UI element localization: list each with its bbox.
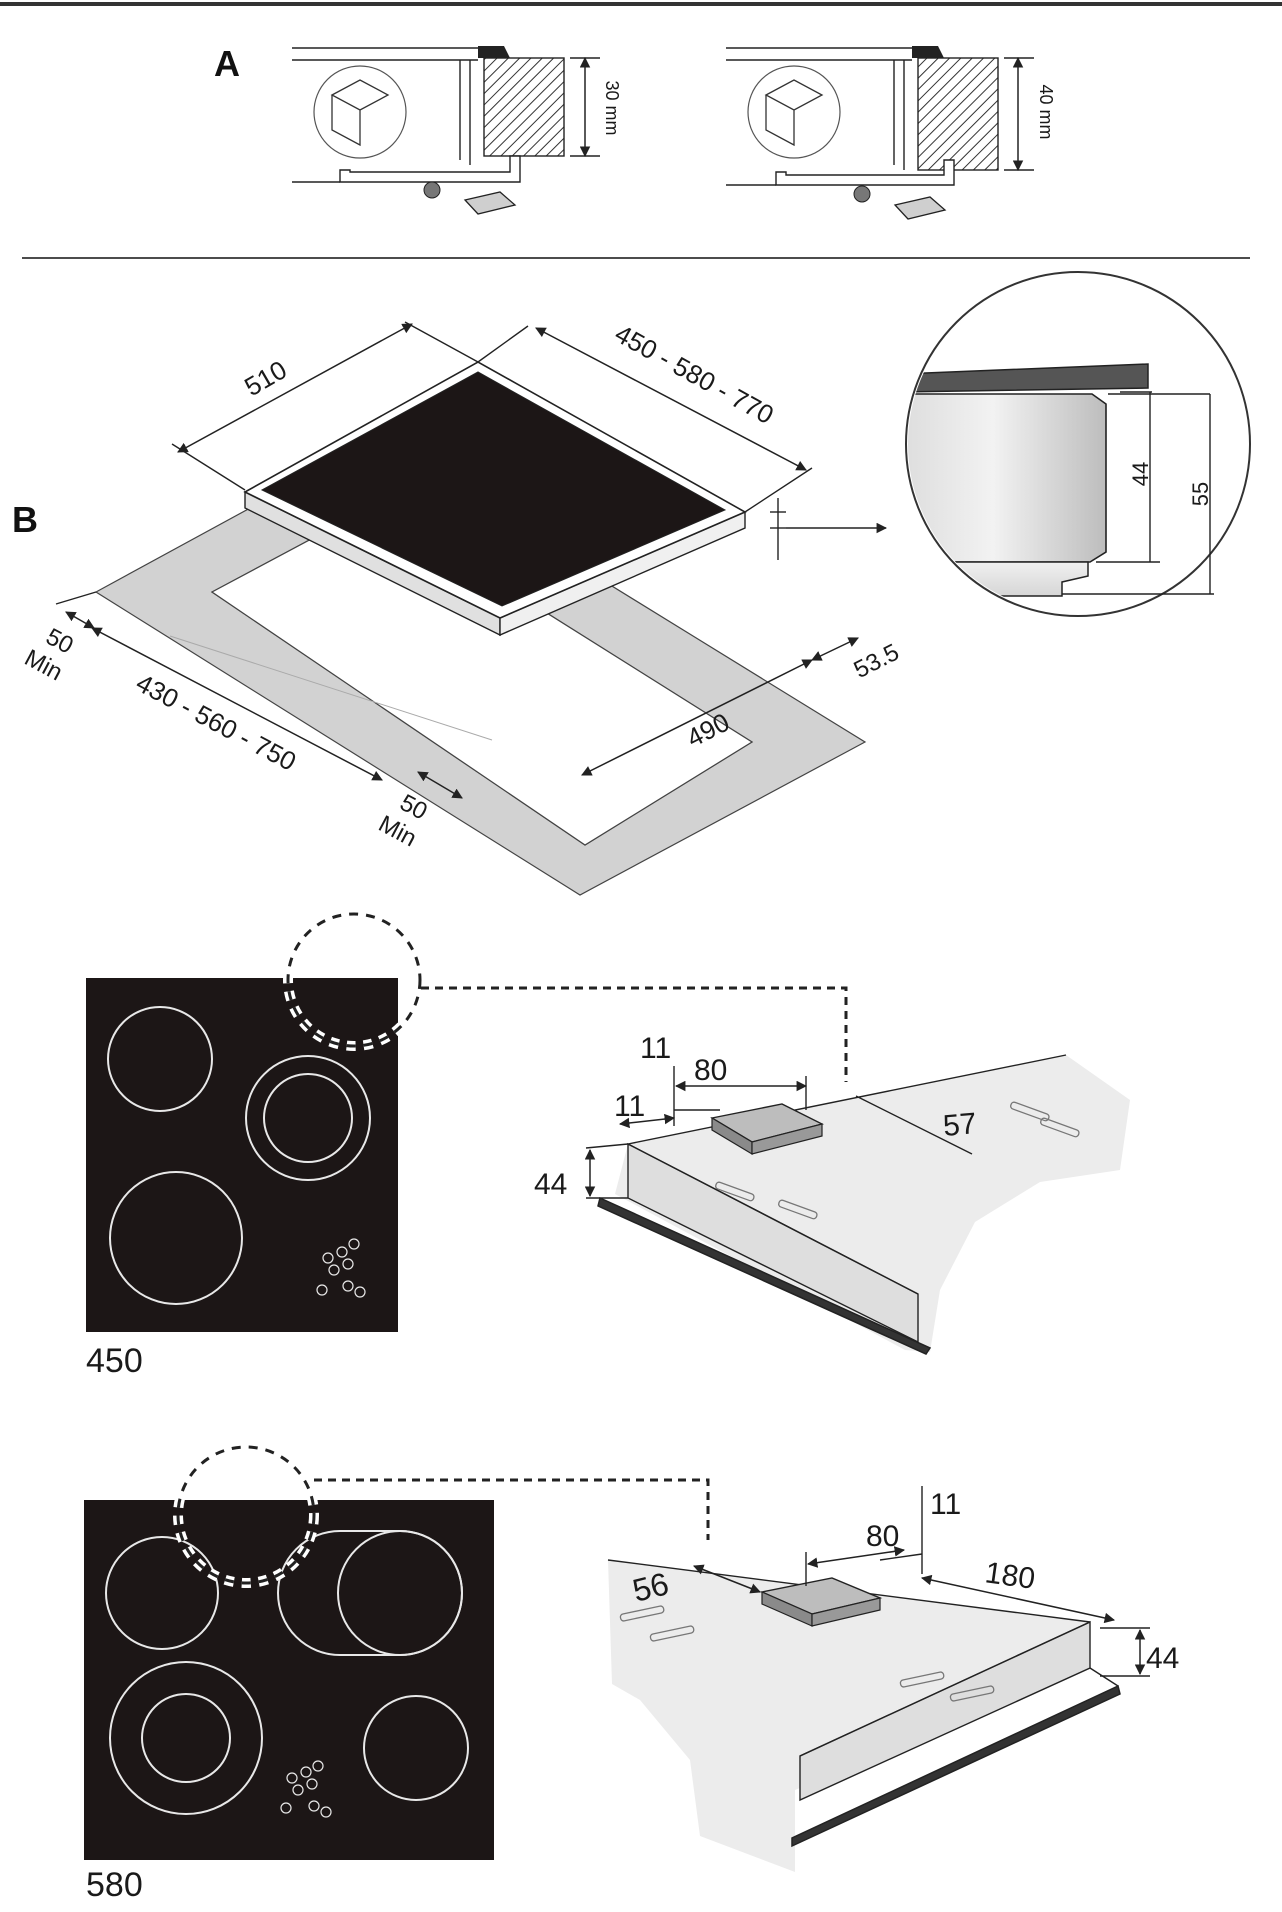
zone-580-front-left-outer (109, 1661, 263, 1815)
zone-580-front-right (363, 1695, 469, 1801)
corner-detail-580: 11 80 56 180 44 (607, 1486, 1179, 1872)
dim-580-clip-80: 80 (866, 1520, 899, 1553)
zone-450-front-left (109, 1171, 243, 1305)
dim-450-clip-80: 80 (694, 1054, 727, 1087)
model-580: 580 11 (84, 1442, 1179, 1904)
bracket-30mm-detail: 30 mm (292, 46, 622, 215)
zone-580-back-right (337, 1530, 463, 1656)
height-40mm-label: 40 mm (1036, 84, 1056, 139)
controls-450 (316, 1238, 366, 1298)
height-30mm-label: 30 mm (602, 80, 622, 135)
dim-580-offset-56: 56 (629, 1565, 672, 1609)
section-a-label: A (214, 43, 240, 84)
corner-detail-450: 11 11 80 57 44 (534, 1032, 1130, 1355)
bracket-40mm-detail: 40 mm (726, 46, 1056, 220)
zone-450-right-outer (245, 1055, 371, 1181)
zone-450-right-inner (263, 1073, 353, 1163)
dim-450-top-11: 11 (640, 1032, 671, 1065)
dim-580-height-44: 44 (1146, 1642, 1179, 1675)
hob-580-top-view (84, 1500, 494, 1860)
dim-450-580-770-label: 450 - 580 - 770 (610, 318, 779, 430)
model-580-label: 580 (86, 1866, 143, 1904)
zoom-indicator-450 (286, 912, 422, 1048)
section-b-label: B (12, 499, 38, 540)
dim-44-zoom-label: 44 (1128, 462, 1153, 486)
model-450-label: 450 (86, 1342, 143, 1380)
dim-450-side-11: 11 (614, 1090, 645, 1123)
controls-580 (280, 1760, 332, 1818)
model-450: 450 11 1 (86, 909, 1130, 1380)
section-b: B 510 450 - 580 - 770 430 - 560 - 750 (12, 271, 1251, 896)
zone-580-back-left (105, 1536, 219, 1650)
zone-450-back-left (107, 1006, 213, 1112)
hob-450-top-view (86, 978, 398, 1332)
dim-53-5-label: 53.5 (850, 639, 904, 684)
dim-450-height-44: 44 (534, 1168, 567, 1201)
dim-450-offset-57: 57 (942, 1107, 978, 1143)
section-a: A 30 mm (214, 43, 1056, 220)
dim-55-zoom-label: 55 (1188, 482, 1213, 506)
zoom-indicator-580 (176, 1445, 316, 1585)
edge-profile-zoom: 44 55 (905, 271, 1251, 617)
dim-580-top-11: 11 (930, 1488, 961, 1521)
dim-580-span-180: 180 (983, 1556, 1037, 1596)
zone-580-front-left-inner (141, 1693, 231, 1783)
